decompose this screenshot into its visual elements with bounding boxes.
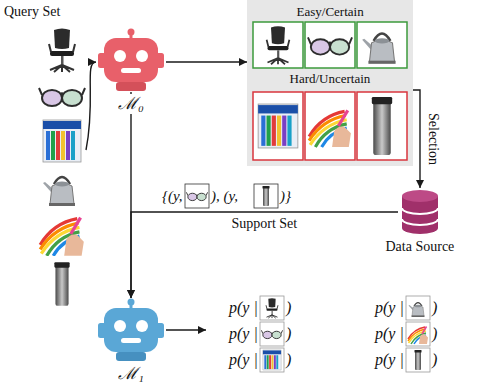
node-text: ) bbox=[286, 324, 291, 344]
prediction-grid: p(y |) p(y |) p(y |) p(y |) p(y |) p(y |) bbox=[206, 292, 490, 382]
output-thumbnails-part bbox=[260, 296, 284, 320]
sample-thumbnails-part bbox=[357, 92, 407, 160]
node-text: ) bbox=[432, 350, 437, 370]
node-text: Easy/Certain bbox=[297, 4, 364, 20]
output-thumbnails-part bbox=[406, 322, 430, 346]
output-thumbnails-part bbox=[260, 322, 284, 346]
robot-icon bbox=[96, 298, 166, 362]
node-text: p(y | bbox=[375, 298, 404, 318]
output-thumbnails-part bbox=[406, 296, 430, 320]
sample-thumbnails-part bbox=[359, 24, 405, 66]
database-icon bbox=[398, 188, 442, 236]
robot-icon-part bbox=[121, 338, 141, 343]
node-text: ) bbox=[286, 350, 291, 370]
node-text: p(y | bbox=[229, 298, 258, 318]
support-images-part bbox=[185, 184, 209, 208]
query-images bbox=[38, 26, 86, 308]
sample-thumbnails-part bbox=[305, 22, 355, 68]
node-text: ) bbox=[432, 298, 437, 318]
robot-icon bbox=[96, 28, 166, 92]
output-thumbnails-part bbox=[406, 348, 430, 372]
node-text: ℳ₀ bbox=[115, 94, 147, 114]
sample-thumbnails-part bbox=[255, 102, 301, 150]
node-text: Data Source bbox=[386, 238, 455, 255]
edge-label: Support Set bbox=[230, 215, 300, 232]
sample-thumbnails-part bbox=[305, 92, 355, 160]
robot-icon-part bbox=[114, 50, 126, 62]
robot-icon-part bbox=[116, 352, 146, 361]
output-thumbnails-part bbox=[411, 349, 426, 371]
connector-arrow bbox=[166, 61, 247, 62]
sample-thumbnails-part bbox=[253, 92, 303, 160]
connector-arrow bbox=[166, 329, 206, 330]
connector-arrow bbox=[131, 212, 398, 298]
model-node: ℳ₁ bbox=[96, 298, 166, 362]
query-images-part bbox=[38, 212, 86, 256]
edge-label: Selection bbox=[425, 111, 442, 167]
output-thumbnails-part bbox=[261, 327, 283, 341]
sample-thumbnails-part bbox=[253, 22, 303, 68]
image-column: Query Set bbox=[38, 26, 86, 308]
robot-icon-part bbox=[104, 38, 158, 82]
output-thumbnails-part bbox=[263, 297, 281, 319]
sample-thumbnails-part bbox=[307, 31, 353, 60]
query-images-part bbox=[38, 81, 86, 111]
sample-thumbnails-part bbox=[357, 22, 407, 68]
database-node: Data Source bbox=[398, 188, 442, 236]
sample-thumbnails-part bbox=[360, 94, 404, 158]
support-images-part bbox=[254, 184, 278, 208]
robot-icon-part bbox=[128, 299, 135, 306]
database-icon-part bbox=[402, 208, 438, 225]
database-icon-part bbox=[402, 190, 438, 202]
node-text: p(y | bbox=[375, 324, 404, 344]
node-text: ) bbox=[286, 298, 291, 318]
query-images-part bbox=[40, 168, 84, 208]
node-text: p(y | bbox=[375, 350, 404, 370]
robot-icon-part bbox=[136, 50, 148, 62]
robot-icon-part bbox=[114, 320, 126, 332]
robot-icon-part bbox=[136, 320, 148, 332]
sample-thumbnails-part bbox=[307, 105, 353, 147]
support-images-part bbox=[186, 189, 208, 203]
selection-panel: Easy/CertainHard/Uncertain bbox=[247, 0, 413, 166]
output-thumbnails-part bbox=[261, 349, 282, 371]
support-images-part bbox=[259, 185, 274, 207]
output-thumbnails-part bbox=[407, 298, 429, 318]
connector-arrow bbox=[413, 90, 420, 188]
math-label: )} bbox=[280, 186, 291, 206]
sample-thumbnails-part bbox=[261, 24, 296, 66]
connector-arrow bbox=[86, 62, 96, 150]
robot-icon-part bbox=[121, 68, 141, 73]
node-text: p(y | bbox=[229, 324, 258, 344]
robot-icon-part bbox=[128, 29, 135, 36]
node-text: ℳ₁ bbox=[115, 364, 147, 384]
node-text: ) bbox=[432, 324, 437, 344]
robot-icon-part bbox=[104, 308, 158, 352]
query-images-part bbox=[40, 118, 84, 164]
query-images-part bbox=[46, 260, 79, 308]
node-text: Hard/Uncertain bbox=[290, 71, 371, 87]
robot-icon-part bbox=[116, 82, 146, 91]
node-text: p(y | bbox=[229, 350, 258, 370]
query-images-part bbox=[42, 26, 82, 74]
math-label: ), (y, bbox=[211, 186, 238, 206]
node-text: Query Set bbox=[4, 3, 60, 20]
output-thumbnails-part bbox=[260, 348, 284, 372]
math-label: {(y, bbox=[162, 186, 183, 206]
model-node: ℳ₀ bbox=[96, 28, 166, 92]
output-thumbnails-part bbox=[407, 324, 429, 344]
